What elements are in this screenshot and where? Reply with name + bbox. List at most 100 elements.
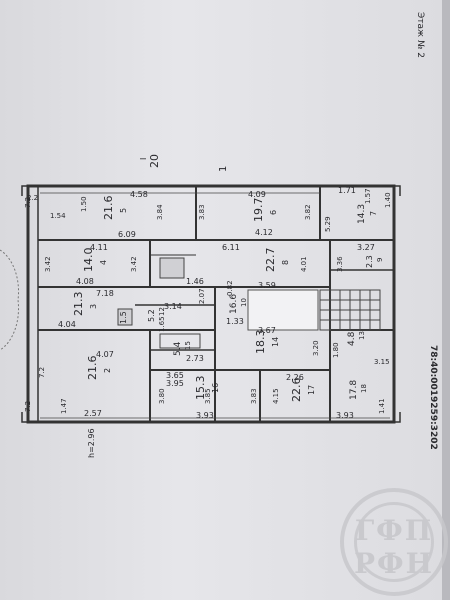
room-number: 4 bbox=[99, 260, 108, 265]
dimension-label: 1.46 bbox=[186, 277, 204, 286]
stamp-text: ГФП РФН bbox=[353, 514, 435, 580]
room-area: 22.6 bbox=[290, 378, 303, 403]
dimension-label: 7.2 bbox=[24, 197, 32, 208]
dimension-label: 1.57 bbox=[364, 188, 372, 204]
dimension-label: 3.27 bbox=[357, 243, 375, 252]
dimension-label: 3.65 bbox=[166, 371, 184, 380]
dimension-label: 3.20 bbox=[312, 340, 320, 356]
dimension-label: 1.33 bbox=[226, 317, 244, 326]
height-note: h=2.96 bbox=[87, 428, 96, 458]
arc-mark bbox=[0, 249, 20, 351]
room-area: 17.8 bbox=[349, 380, 359, 400]
room-area: 14.3 bbox=[357, 204, 367, 224]
room-number: 15 bbox=[184, 341, 192, 350]
dimension-label: 4.08 bbox=[76, 277, 94, 286]
room-number: 5 bbox=[119, 208, 128, 213]
dimension-label: 4.04 bbox=[58, 320, 76, 329]
dimension-label: 5.29 bbox=[324, 216, 332, 232]
dimension-label: 1.54 bbox=[50, 212, 66, 220]
dimension-label: 4.01 bbox=[300, 256, 308, 272]
room-number: 6 bbox=[269, 210, 278, 215]
room-number: 18 bbox=[360, 384, 368, 393]
dimension-label: 3.14 bbox=[164, 302, 182, 311]
area-roman-mark: I bbox=[139, 158, 148, 160]
big-area-mark: 20 bbox=[148, 154, 161, 168]
room-area: 19.7 bbox=[252, 198, 265, 223]
room-number: 7 bbox=[369, 211, 378, 216]
room-group-mark: 1 bbox=[218, 166, 229, 172]
dimension-label: 1.65 bbox=[158, 316, 166, 332]
room-area: 15.3 bbox=[194, 376, 207, 401]
dimension-label: 2.73 bbox=[186, 354, 204, 363]
room-area: 21.6 bbox=[102, 196, 115, 221]
dimension-label: 4.11 bbox=[90, 243, 108, 252]
room-area: 16.6 bbox=[229, 294, 239, 314]
dimension-label: 1.80 bbox=[332, 342, 340, 358]
dimension-label: 3.42 bbox=[130, 256, 138, 272]
room-area: 5.2 bbox=[147, 309, 156, 322]
room-area: 2.3 bbox=[365, 255, 374, 268]
room-area: 21.6 bbox=[86, 356, 99, 381]
dimension-label: 3.80 bbox=[158, 388, 166, 404]
room-number: 14 bbox=[271, 337, 280, 347]
fixture-box bbox=[159, 257, 185, 279]
dimension-label: 1.41 bbox=[378, 398, 386, 414]
dimension-label: 6.11 bbox=[222, 243, 240, 252]
room-area: 4.8 bbox=[347, 331, 357, 346]
dimension-label: 3.36 bbox=[336, 256, 344, 272]
dimension-label: 3.93 bbox=[336, 411, 354, 420]
stamp-seal: ГФП РФН bbox=[340, 488, 448, 596]
outer-wall bbox=[26, 184, 396, 424]
dimension-label: 2.57 bbox=[84, 409, 102, 418]
room-area: 5.4 bbox=[173, 341, 183, 356]
dimension-label: 2.26 bbox=[286, 373, 304, 382]
room-number: 10 bbox=[240, 298, 248, 307]
dimension-label: 4.09 bbox=[248, 190, 266, 199]
dimension-label: 3.95 bbox=[166, 379, 184, 388]
dimension-label: 3.85 bbox=[204, 388, 212, 404]
dimension-label: 4.07 bbox=[96, 350, 114, 359]
dimension-label: 3.67 bbox=[258, 326, 276, 335]
room-number: 3 bbox=[89, 304, 98, 309]
dimension-label: 4.12 bbox=[255, 228, 273, 237]
dimension-label: 0.82 bbox=[226, 280, 234, 296]
room-area: 18.3 bbox=[254, 330, 267, 355]
scanner-edge bbox=[442, 0, 450, 600]
room-number: 17 bbox=[307, 385, 316, 395]
dimension-label: 2.07 bbox=[198, 288, 206, 304]
fixture-box bbox=[117, 308, 133, 326]
dimension-label: 1.71 bbox=[338, 186, 356, 195]
room-number: 12 bbox=[158, 307, 166, 316]
dimension-label: 7.2 bbox=[24, 401, 32, 412]
dimension-label: 3.42 bbox=[44, 256, 52, 272]
staircase bbox=[319, 289, 381, 331]
dimension-label: 4.58 bbox=[130, 190, 148, 199]
room-area: 21.3 bbox=[72, 292, 85, 317]
corner-mark bbox=[382, 412, 401, 423]
dimension-label: 2.2 bbox=[27, 194, 38, 202]
room-area: 14.0 bbox=[82, 248, 95, 273]
room-area: 22.7 bbox=[264, 248, 277, 273]
corner-mark bbox=[382, 185, 401, 196]
dimension-label: 3.83 bbox=[250, 388, 258, 404]
dimension-label: 3.83 bbox=[198, 204, 206, 220]
stair-landing bbox=[247, 289, 319, 331]
corner-mark bbox=[21, 412, 40, 423]
dimension-label: 3.15 bbox=[374, 358, 390, 366]
dimension-label: 4.15 bbox=[272, 388, 280, 404]
dimension-label: 6.09 bbox=[118, 230, 136, 239]
room-number: 8 bbox=[281, 260, 290, 265]
dimension-label: 7.2 bbox=[38, 367, 46, 378]
room-number: 16 bbox=[211, 383, 220, 393]
dimension-label: 1.47 bbox=[60, 398, 68, 414]
dimension-label: 3.84 bbox=[156, 204, 164, 220]
dimension-label: 3.59 bbox=[258, 281, 276, 290]
corner-mark bbox=[21, 185, 40, 196]
dimension-label: 3.93 bbox=[196, 411, 214, 420]
room-area: 1.5 bbox=[119, 311, 128, 324]
room-number: 2 bbox=[103, 368, 112, 373]
dimension-label: 7.18 bbox=[96, 289, 114, 298]
room-number: 9 bbox=[376, 258, 384, 262]
room-number: 13 bbox=[358, 331, 366, 340]
